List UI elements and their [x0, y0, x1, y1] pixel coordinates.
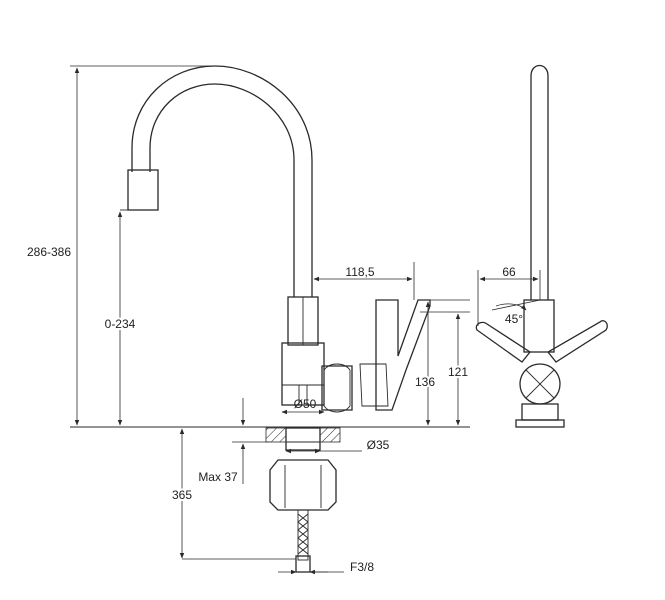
reach-label: 118,5 [345, 265, 374, 279]
handle-housing [321, 365, 353, 411]
side-lever-right [547, 320, 608, 363]
handle-cap [323, 363, 351, 413]
spout-height-label: 0-234 [105, 317, 136, 331]
front-view [70, 65, 470, 573]
connector-label: F3/8 [350, 560, 374, 574]
hose-length-label: 365 [172, 488, 192, 502]
side-base-foot [515, 419, 565, 428]
total-height-label: 286-386 [27, 245, 71, 259]
shank-diameter-label: Ø35 [367, 438, 390, 452]
aerator [127, 169, 159, 211]
cartridge-body [281, 342, 325, 406]
spout-outer [131, 65, 313, 297]
side-body [523, 299, 555, 353]
side-view [475, 64, 608, 428]
side-base [521, 403, 559, 421]
lever [375, 299, 431, 411]
body-height-label: 121 [448, 365, 468, 379]
dimensions-side: 66 45° [477, 265, 541, 326]
deck-hatch-left [265, 427, 287, 443]
circle-cross-2 [525, 369, 555, 399]
mounting-nut [269, 459, 337, 511]
lever-inner [359, 363, 389, 407]
hose-braid [297, 513, 309, 555]
spout-inner [149, 83, 295, 297]
lever-angle-label: 45° [505, 312, 523, 326]
hose [297, 509, 309, 561]
side-spout [530, 64, 549, 300]
max-deck-label: Max 37 [198, 470, 238, 484]
dimensions-front: 286-386 0-234 118,5 136 121 Ø50 Ø35 Max … [27, 65, 470, 575]
base-diameter-label: Ø50 [294, 397, 317, 411]
side-lever-left [475, 321, 531, 363]
hose-connector [295, 555, 311, 573]
lever-height-label: 136 [415, 375, 435, 389]
shank [285, 427, 321, 451]
deck-hatch-right [319, 427, 341, 443]
side-offset-label: 66 [502, 265, 516, 279]
